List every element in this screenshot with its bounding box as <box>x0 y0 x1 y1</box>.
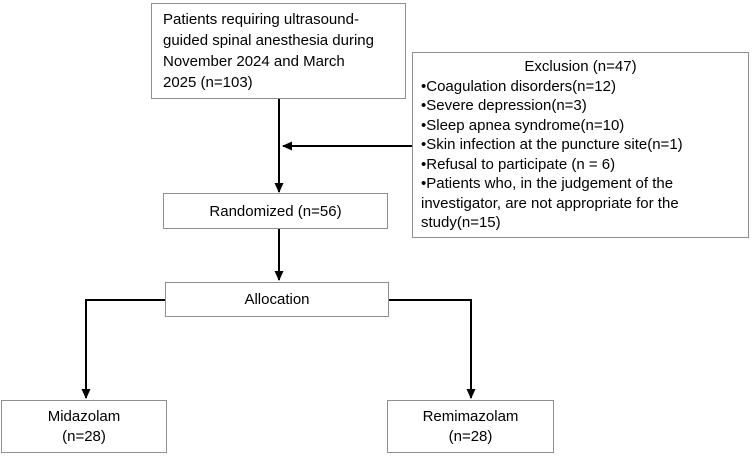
allocation-label: Allocation <box>244 291 310 308</box>
arm-name: Remimazolam <box>422 407 519 425</box>
randomized-label: Randomized (n=56) <box>209 202 342 220</box>
arm-count: (n=28) <box>62 427 106 445</box>
exclusion-item: •Severe depression(n=3) <box>421 97 587 114</box>
enrollment-text-line: November 2024 and March <box>163 53 345 70</box>
enrollment-text-line: 2025 (n=103) <box>163 74 253 91</box>
enrollment-box: Patients requiring ultrasound- guided sp… <box>151 3 406 99</box>
exclusion-box: Exclusion (n=47) •Coagulation disorders(… <box>412 52 749 238</box>
exclusion-item: •Patients who, in the judgement of the i… <box>421 175 679 231</box>
arrow-allocation-to-midazolam <box>81 299 165 399</box>
allocation-box: Allocation <box>165 282 389 317</box>
exclusion-item: •Skin infection at the puncture site(n=1… <box>421 136 683 153</box>
exclusion-title: Exclusion (n=47) <box>524 58 637 75</box>
exclusion-item: •Refusal to participate (n = 6) <box>421 155 616 173</box>
arrow-allocation-to-remimazolam <box>389 299 476 399</box>
enrollment-text-line: Patients requiring ultrasound- <box>163 11 359 28</box>
exclusion-item: •Coagulation disorders(n=12) <box>421 77 616 95</box>
remimazolam-arm-box: Remimazolam (n=28) <box>387 400 554 453</box>
arm-name: Midazolam <box>47 407 121 425</box>
midazolam-arm-box: Midazolam (n=28) <box>1 400 167 453</box>
exclusion-item: •Sleep apnea syndrome(n=10) <box>421 116 625 134</box>
enrollment-text-line: guided spinal anesthesia during <box>163 32 374 49</box>
arm-count: (n=28) <box>448 427 493 445</box>
randomized-box: Randomized (n=56) <box>163 193 388 229</box>
